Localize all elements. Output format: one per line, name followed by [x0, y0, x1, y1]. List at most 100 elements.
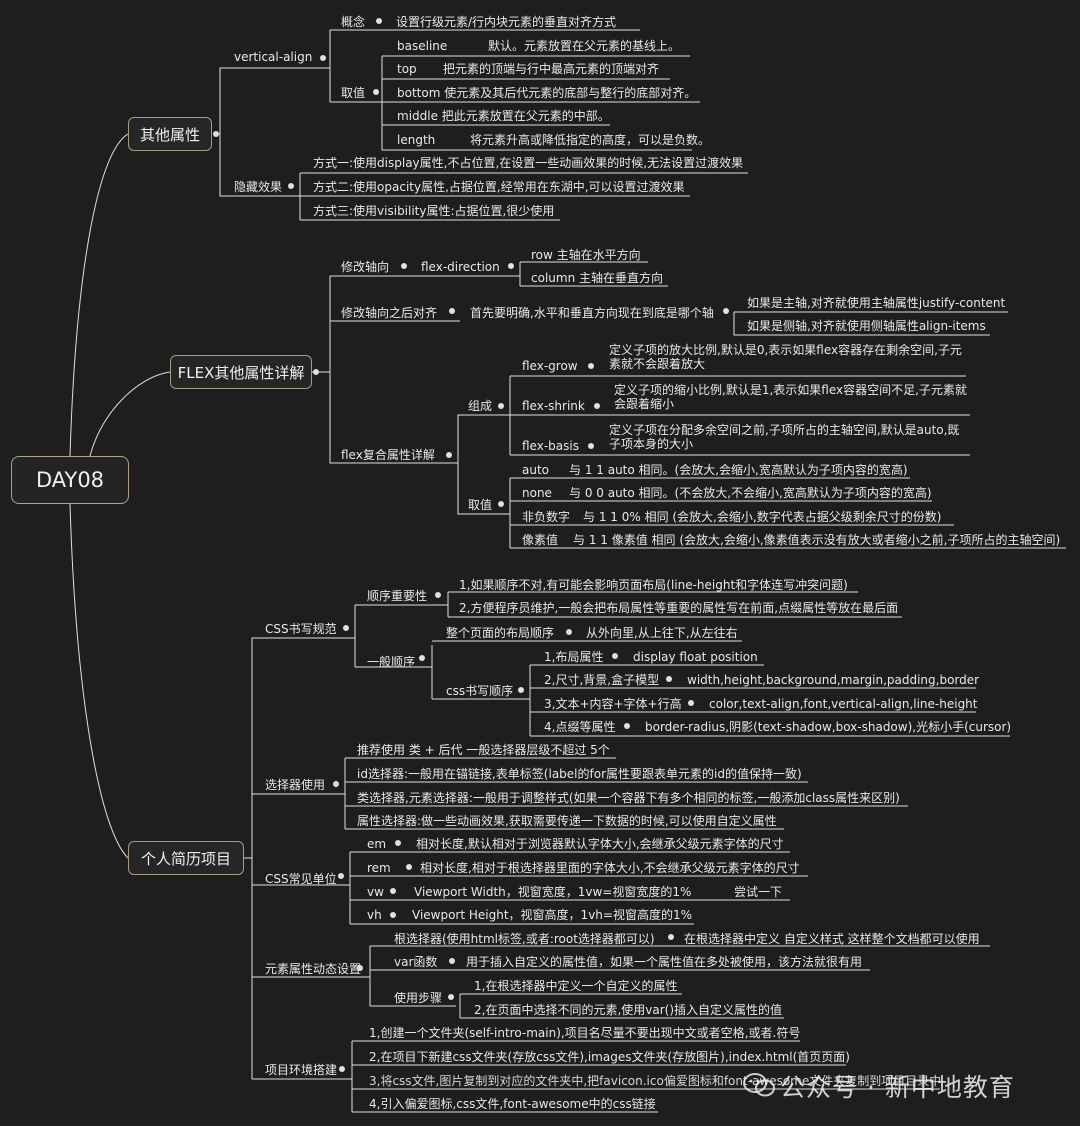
page-layout-order-text: 从外向里,从上往下,从左往右: [586, 626, 738, 640]
value-bottom: bottom 使元素及其后代元素的底部与整行的底部对齐。: [397, 86, 697, 100]
hide-method-1: 方式一:使用display属性,不占位置,在设置一些动画效果的时候,无法设置过渡…: [313, 156, 744, 170]
flex-auto-key: auto: [522, 463, 550, 477]
concept-text: 设置行级元素/行内块元素的垂直对齐方式: [396, 15, 617, 29]
usage-step-2: 2,在页面中选择不同的元素,使用var()插入自定义属性的值: [474, 1003, 783, 1017]
flex-none-text: 与 0 0 auto 相同。(不会放大,不会缩小,宽高默认为子项内容的宽高): [569, 486, 932, 500]
node-dot: [688, 700, 694, 706]
css-units-node[interactable]: CSS常见单位: [265, 872, 337, 886]
node-dot: [376, 18, 382, 24]
branch-other-properties[interactable]: 其他属性: [128, 117, 212, 151]
hide-effect-node[interactable]: 隐藏效果: [234, 180, 283, 194]
unit-vw-note[interactable]: 尝试一下: [734, 885, 783, 899]
flex-after-axis-node[interactable]: 修改轴向之后对齐: [341, 306, 438, 320]
flex-grow-node[interactable]: flex-grow: [522, 359, 578, 373]
env-step-2: 2,在项目下新建css文件夹(存放css文件),images文件夹(存放图片),…: [369, 1050, 850, 1064]
node-dot: [373, 89, 379, 95]
values-node[interactable]: 取值: [341, 86, 366, 100]
value-baseline-text: 默认。元素放置在父元素的基线上。: [488, 39, 681, 53]
node-dot: [666, 676, 672, 682]
node-dot: [446, 452, 452, 458]
node-dot: [723, 308, 729, 314]
node-dot: [338, 873, 344, 879]
branch-resume-project[interactable]: 个人简历项目: [128, 841, 244, 875]
unit-vh-text: Viewport Height，视窗高度，1vh=视窗高度的1%: [412, 908, 692, 922]
css-write-order-node[interactable]: css书写顺序: [446, 684, 514, 698]
node-dot: [518, 687, 524, 693]
node-dot: [566, 629, 572, 635]
node-dot: [401, 263, 407, 269]
branch-flex-properties[interactable]: FLEX其他属性详解: [170, 355, 312, 389]
flex-nonneg-key: 非负数字: [522, 510, 571, 524]
node-dot: [288, 183, 294, 189]
flex-px-text: 与 1 1 像素值 相同 (会放大,会缩小,像素值表示没有放大或者缩小之前,子项…: [573, 533, 1061, 547]
node-dot: [449, 308, 455, 314]
var-function-node[interactable]: var函数: [394, 955, 438, 969]
flex-after-axis-text: 首先要明确,水平和垂直方向现在到底是哪个轴: [470, 306, 714, 320]
unit-vw-key: vw: [367, 885, 384, 899]
env-setup-node[interactable]: 项目环境搭建: [265, 1063, 338, 1077]
css-order-4-text: border-radius,阴影(text-shadow,box-shadow)…: [645, 720, 1012, 734]
node-dot: [390, 912, 396, 918]
value-baseline-key: baseline: [397, 39, 448, 53]
page-layout-order[interactable]: 整个页面的布局顺序: [446, 626, 555, 640]
node-dot: [343, 625, 349, 631]
env-step-1: 1,创建一个文件夹(self-intro-main),项目名尽量不要出现中文或者…: [369, 1026, 801, 1040]
value-top-text: 把元素的顶端与行中最高元素的顶端对齐: [443, 62, 660, 76]
env-step-4: 4,引入偏爱图标,css文件,font-awesome中的css链接: [369, 1097, 656, 1111]
root-selector-node[interactable]: 根选择器(使用html标签,或者:root选择器都可以): [394, 932, 655, 946]
flex-column: column 主轴在垂直方向: [531, 271, 663, 285]
node-dot: [406, 864, 412, 870]
value-length-text: 将元素升高或降低指定的高度，可以是负数。: [470, 133, 711, 147]
order-importance-node[interactable]: 顺序重要性: [367, 589, 428, 603]
node-dot: [498, 501, 504, 507]
unit-em-key: em: [367, 837, 387, 851]
unit-rem-text: 相对长度,相对于根选择器里面的字体大小,不会继承父级元素字体的尺寸: [420, 861, 800, 875]
node-dot: [357, 965, 363, 971]
flex-axis-node[interactable]: 修改轴向: [341, 260, 390, 274]
selector-usage-node[interactable]: 选择器使用: [265, 778, 326, 792]
unit-em-text: 相对长度,默认相对于浏览器默认字体大小,会继承父级元素字体的尺寸: [416, 837, 784, 851]
hide-method-2: 方式二:使用opacity属性,占据位置,经常用在东湖中,可以设置过渡效果: [313, 180, 685, 194]
node-dot: [320, 55, 326, 61]
unit-rem-key: rem: [367, 861, 391, 875]
vertical-align-node[interactable]: vertical-align: [234, 50, 313, 64]
selector-2: id选择器:一般用在锚链接,表单标签(label的for属性要跟表单元素的id的…: [357, 767, 802, 781]
node-dot: [339, 1066, 345, 1072]
node-dot: [449, 958, 455, 964]
general-order-node[interactable]: 一般顺序: [367, 655, 416, 669]
css-order-2-key: 2,尺寸,背景,盒子模型: [544, 673, 660, 687]
flex-compose-node[interactable]: 组成: [468, 399, 493, 413]
root-node[interactable]: DAY08: [11, 456, 129, 504]
watermark-text: 公众号 · 新中地教育: [780, 1073, 1015, 1102]
css-order-2-text: width,height,background,margin,padding,b…: [687, 673, 980, 687]
css-spec-node[interactable]: CSS书写规范: [265, 622, 337, 636]
dynamic-attr-node[interactable]: 元素属性动态设置: [265, 962, 362, 976]
flex-basis-node[interactable]: flex-basis: [522, 439, 579, 453]
node-dot: [390, 888, 396, 894]
node-dot: [588, 443, 594, 449]
css-order-1-text: display float position: [633, 650, 758, 664]
flex-compound-node[interactable]: flex复合属性详解: [341, 448, 435, 462]
order-importance-1: 1,如果顺序不对,有可能会影响页面布局(line-height和字体连写冲突问题…: [459, 578, 848, 592]
node-dot: [395, 840, 401, 846]
css-order-1-key: 1,布局属性: [544, 650, 604, 664]
flex-auto-text: 与 1 1 auto 相同。(会放大,会缩小,宽高默认为子项内容的宽高): [569, 463, 908, 477]
flex-direction-node[interactable]: flex-direction: [421, 260, 500, 274]
usage-step-1: 1,在根选择器中定义一个自定义的属性: [474, 979, 678, 993]
flex-px-key: 像素值: [522, 533, 559, 547]
usage-steps-node[interactable]: 使用步骤: [394, 991, 443, 1005]
flex-values-node[interactable]: 取值: [468, 498, 493, 512]
flex-none-key: none: [522, 486, 552, 500]
flex-shrink-node[interactable]: flex-shrink: [522, 399, 585, 413]
hide-method-3: 方式三:使用visibility属性:占据位置,很少使用: [313, 204, 555, 218]
node-dot: [668, 934, 674, 940]
node-dot: [508, 263, 514, 269]
flex-main-axis: 如果是主轴,对齐就使用主轴属性justify-content: [747, 296, 1006, 310]
flex-shrink-text: 定义子项的缩小比例,默认是1,表示如果flex容器空间不足,子元素就会跟着缩小: [614, 383, 967, 411]
flex-row: row 主轴在水平方向: [531, 248, 641, 262]
node-dot: [213, 131, 219, 137]
concept-node[interactable]: 概念: [341, 15, 366, 29]
css-order-4-key: 4,点缀等属性: [544, 720, 616, 734]
